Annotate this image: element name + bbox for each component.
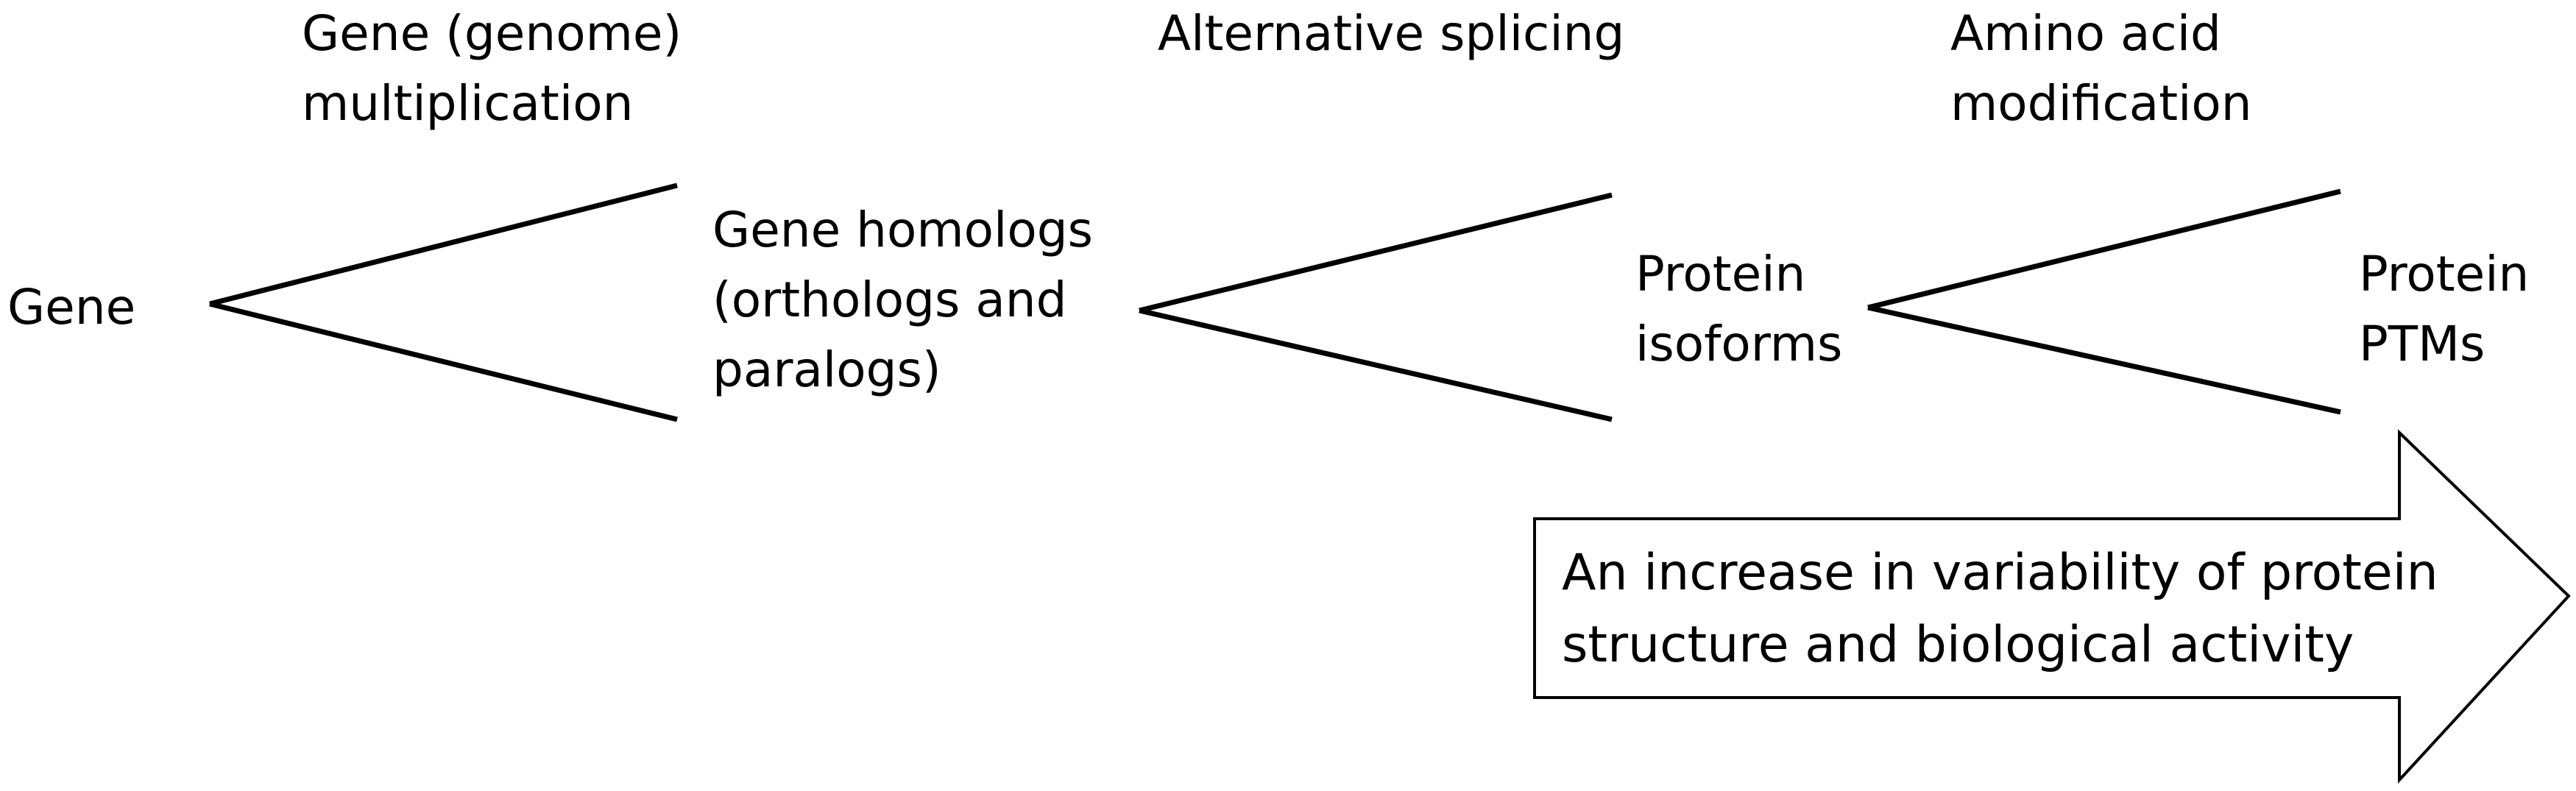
branch-line-upper <box>1867 188 2341 311</box>
process-label-line: Amino acid <box>1950 5 2221 62</box>
process-label-alternative-splicing: Alternative splicing <box>1158 0 1624 68</box>
variability-arrow <box>1533 429 2571 784</box>
node-label-line: Gene <box>7 279 136 336</box>
process-label-amino-acid-modification: Amino acid modification <box>1950 0 2252 138</box>
node-label-line: Gene homologs <box>712 202 1094 258</box>
branch-line-lower <box>209 301 678 422</box>
node-label-line: PTMs <box>2359 316 2485 372</box>
process-label-gene-multiplication: Gene (genome) multiplication <box>302 0 682 138</box>
branch-line-lower <box>1139 308 1613 422</box>
node-label-line: Protein <box>1635 246 1806 302</box>
process-label-line: Gene (genome) <box>302 5 682 62</box>
arrow-label-line: structure and biological activity <box>1562 616 2354 674</box>
process-label-line: Alternative splicing <box>1158 5 1625 62</box>
node-protein-isoforms: Protein isoforms <box>1635 239 1842 379</box>
node-label-line: paralogs) <box>712 341 941 398</box>
branch-line-lower <box>1867 305 2341 415</box>
process-label-line: modification <box>1950 75 2252 132</box>
node-gene: Gene <box>7 272 135 342</box>
node-protein-ptms: Protein PTMs <box>2359 239 2529 379</box>
branch-homologs-to-isoforms <box>1139 192 1613 422</box>
branch-line-upper <box>1139 192 1613 313</box>
arrow-label: An increase in variability of protein st… <box>1562 537 2438 681</box>
branch-isoforms-to-ptms <box>1867 188 2341 415</box>
node-label-line: isoforms <box>1635 316 1843 372</box>
branch-line-upper <box>209 182 678 307</box>
process-label-line: multiplication <box>302 75 634 132</box>
node-gene-homologs: Gene homologs (orthologs and paralogs) <box>712 195 1093 405</box>
node-label-line: Protein <box>2359 246 2530 302</box>
node-label-line: (orthologs and <box>712 272 1067 328</box>
arrow-label-line: An increase in variability of protein <box>1562 544 2438 602</box>
branch-gene-to-homologs <box>209 182 678 422</box>
